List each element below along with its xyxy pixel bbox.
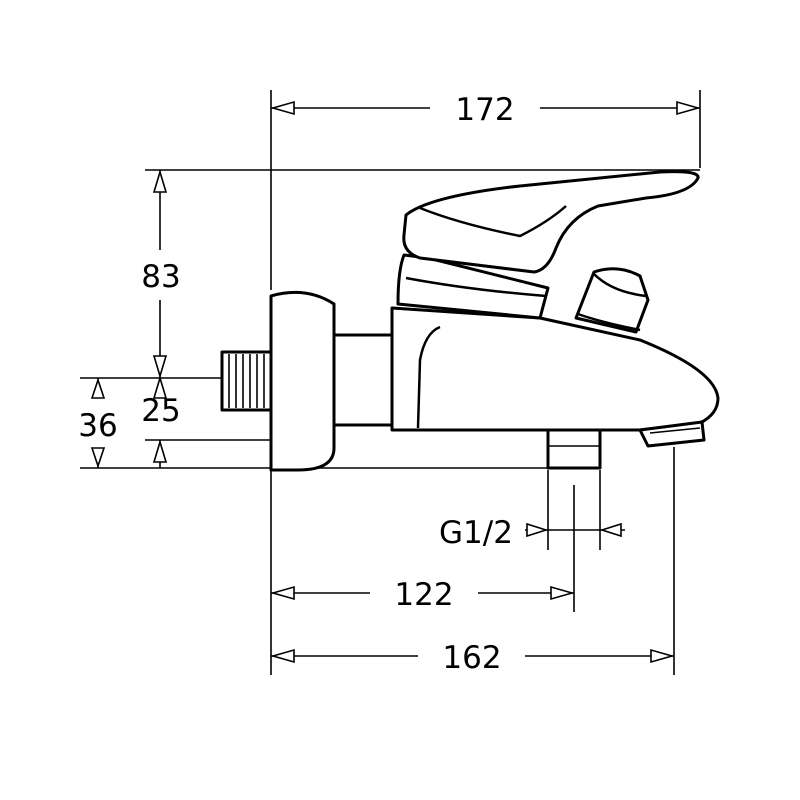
dimension-labels: 172 83 36 25 G1/2 122 162 [78, 92, 514, 676]
arrowheads [90, 100, 701, 664]
dim-36: 36 [78, 408, 117, 444]
wall-escutcheon [269, 290, 336, 472]
dim-122: 122 [394, 577, 453, 613]
diverter-knob [574, 267, 650, 334]
dim-162: 162 [442, 640, 501, 676]
dim-25: 25 [141, 393, 180, 429]
valve-body [390, 306, 720, 432]
lever-handle [402, 170, 700, 274]
dim-g12: G1/2 [439, 515, 513, 551]
spout-aerator [638, 420, 706, 448]
dim-83: 83 [141, 259, 180, 295]
body-neck [326, 333, 396, 427]
valve-body-bevel [416, 325, 441, 429]
lever-stem [396, 253, 550, 320]
faucet-outline [220, 170, 720, 472]
bottom-outlet [546, 428, 602, 470]
dim-172: 172 [455, 92, 514, 128]
